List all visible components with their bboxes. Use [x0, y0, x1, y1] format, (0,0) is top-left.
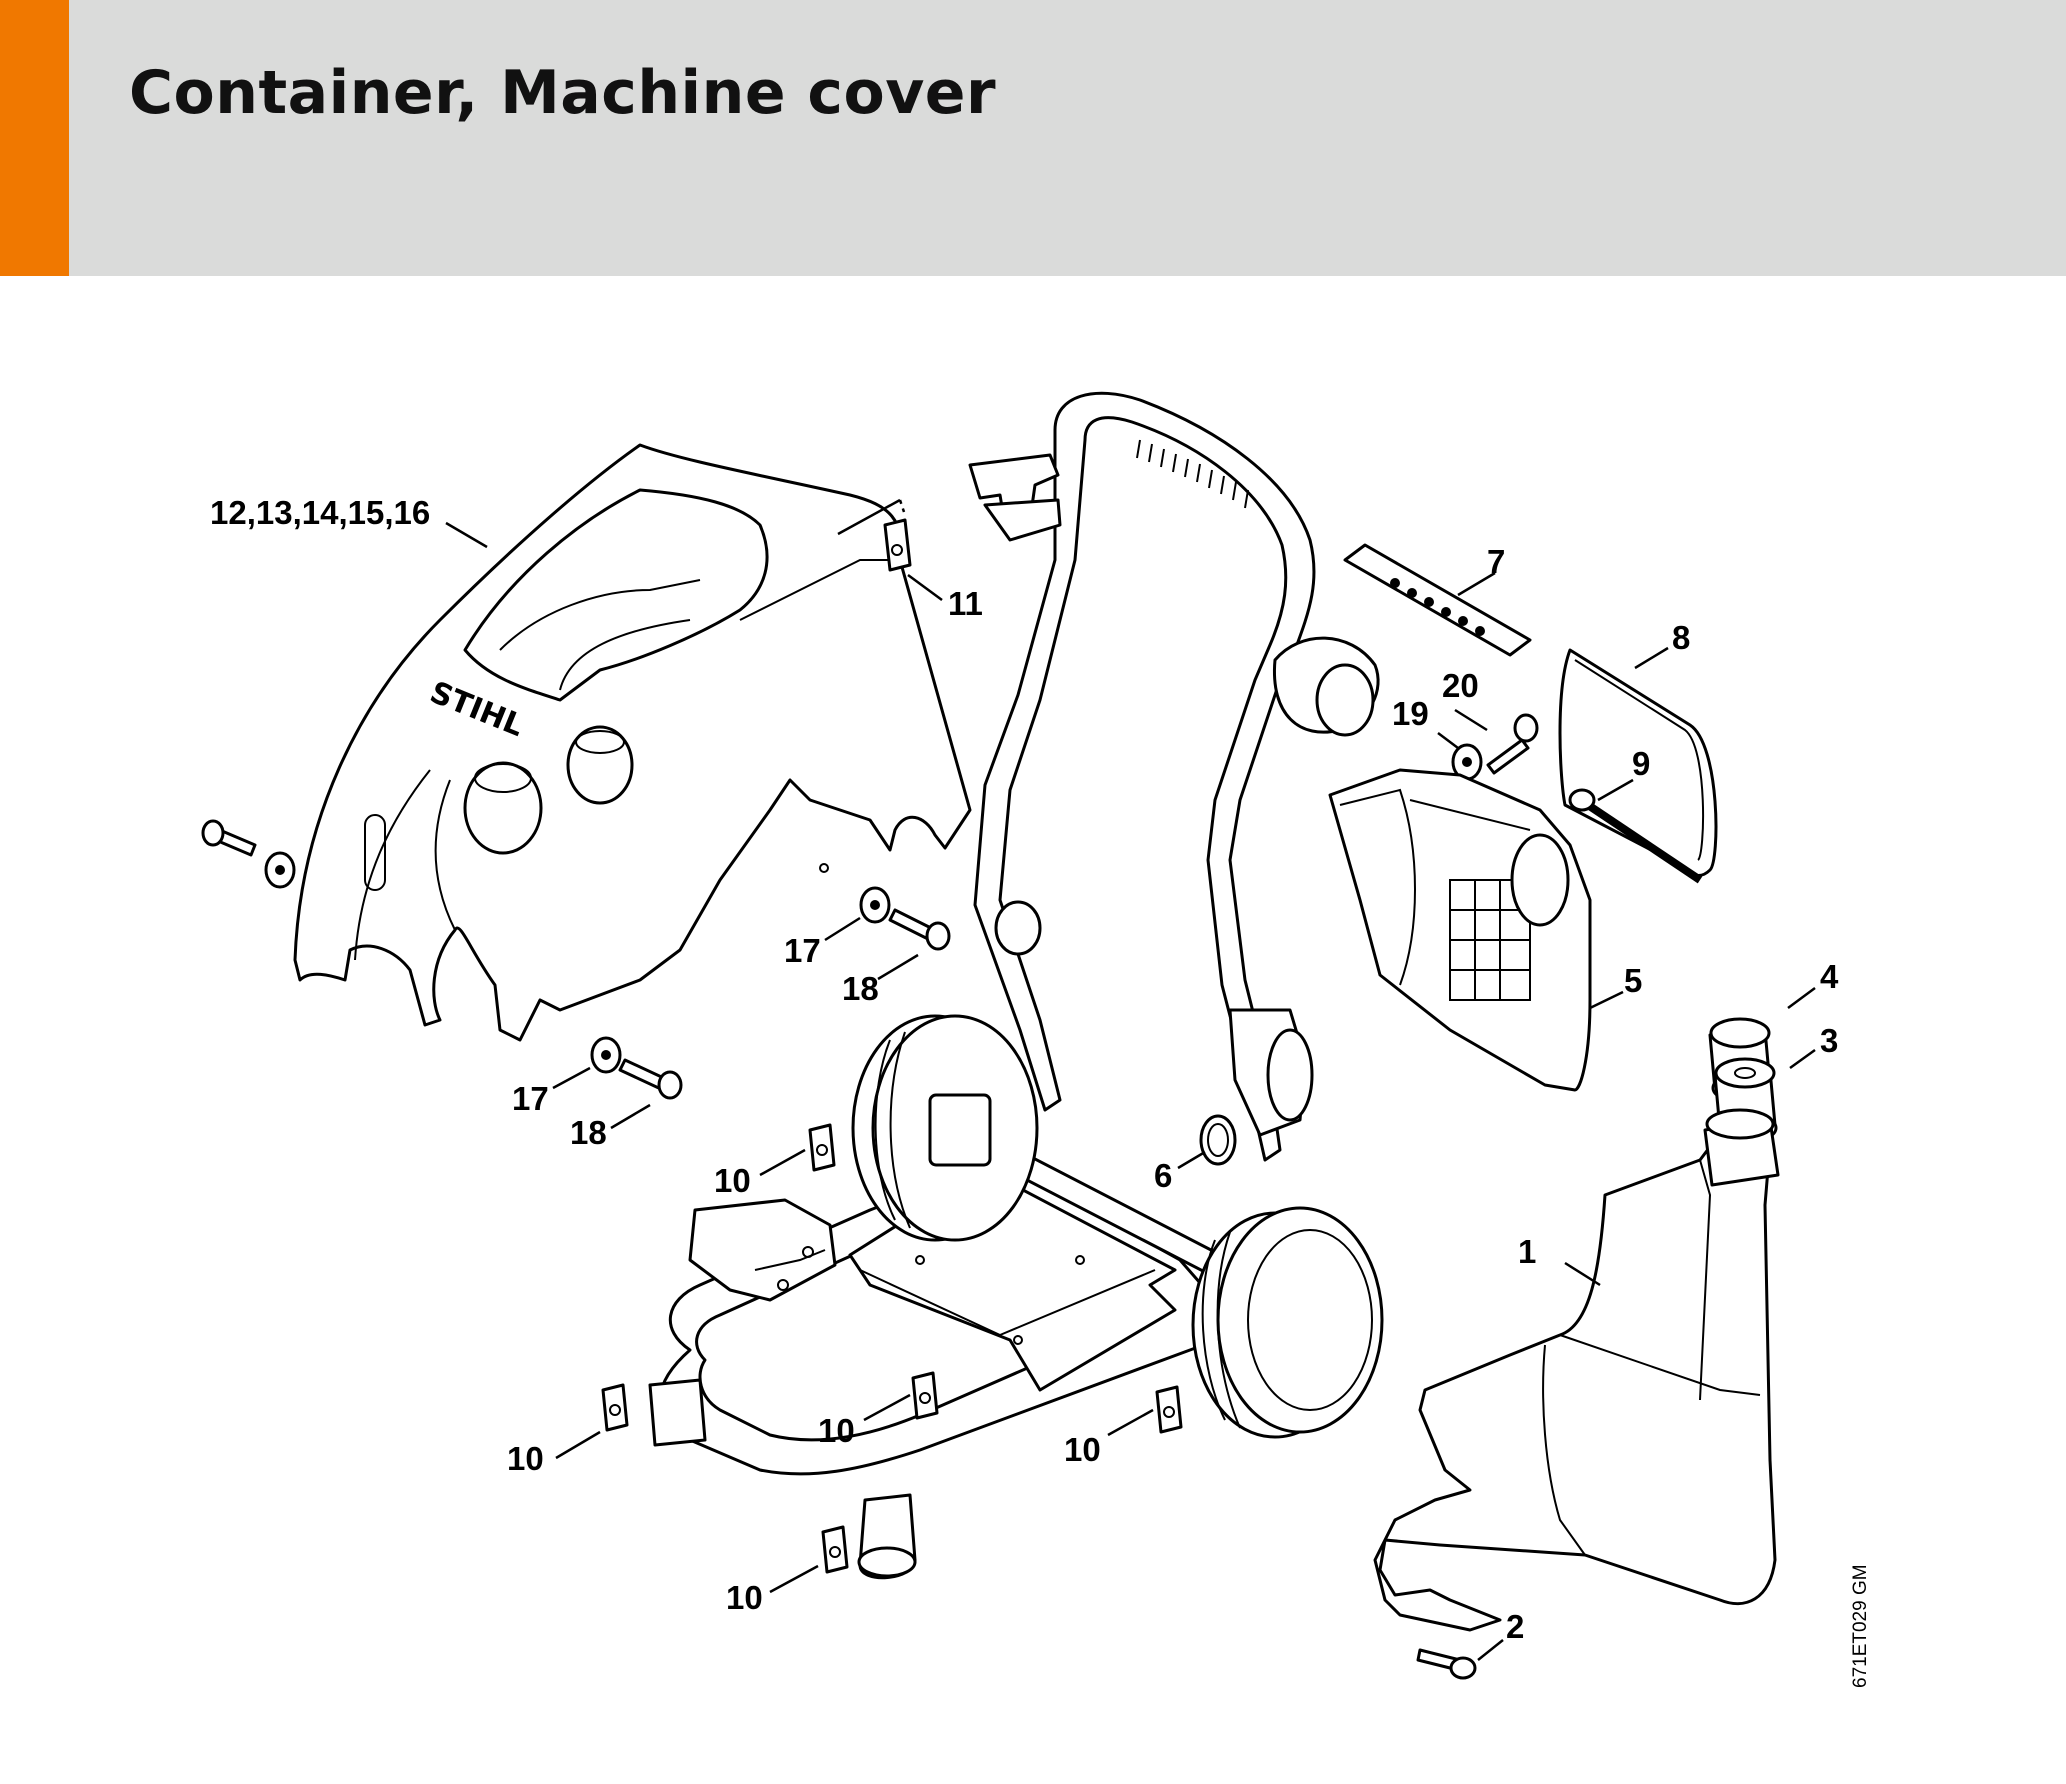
frame-drawing — [648, 391, 1380, 1580]
clip-11-drawing — [883, 518, 912, 572]
wheel-right — [1191, 1206, 1384, 1439]
screw-20-drawing — [1486, 713, 1539, 775]
screw-2-drawing — [1416, 1648, 1477, 1680]
clip-10-d-drawing — [1155, 1385, 1183, 1434]
callout-7: 7 — [1487, 543, 1505, 580]
callout-17-upper: 17 — [784, 932, 821, 969]
machine-cover-drawing: STIHL — [293, 443, 972, 1042]
hose-loop-drawing — [1558, 648, 1718, 884]
label-strip-drawing — [1343, 543, 1532, 657]
callout-10-d: 10 — [1064, 1431, 1101, 1468]
container-drawing — [1373, 1108, 1780, 1632]
callout-20: 20 — [1442, 667, 1479, 704]
callout-9: 9 — [1632, 745, 1650, 782]
callout-6: 6 — [1154, 1157, 1172, 1194]
washer-17-lower-drawing — [590, 1036, 622, 1074]
washer-17-upper-drawing — [859, 886, 891, 924]
callout-3: 3 — [1820, 1022, 1838, 1059]
callout-10-c: 10 — [818, 1412, 855, 1449]
callout-1: 1 — [1518, 1233, 1536, 1270]
screw-18-lower-drawing — [618, 1058, 683, 1100]
callout-18-lower: 18 — [570, 1114, 607, 1151]
exploded-parts-diagram: STIHL — [201, 391, 1871, 1688]
callout-labels: 12,13,14,15,16 11 7 8 20 19 9 5 4 3 17 1… — [210, 494, 1839, 1645]
callout-12-16: 12,13,14,15,16 — [210, 494, 430, 531]
screw-18-upper-drawing — [888, 908, 951, 951]
callout-19: 19 — [1392, 695, 1429, 732]
leader-lines — [445, 498, 1816, 1661]
callout-17-lower: 17 — [512, 1080, 549, 1117]
accent-bar — [0, 0, 69, 276]
page-header: Container, Machine cover — [0, 0, 2066, 276]
clip-10-c-drawing — [911, 1371, 939, 1420]
callout-11: 11 — [948, 585, 983, 622]
clip-10-b-drawing — [601, 1383, 629, 1432]
callout-8: 8 — [1672, 619, 1690, 656]
callout-5: 5 — [1624, 962, 1642, 999]
page-title: Container, Machine cover — [129, 58, 997, 128]
callout-18-upper: 18 — [842, 970, 879, 1007]
housing-drawing — [1328, 768, 1592, 1092]
wheel-left — [851, 1014, 1039, 1242]
callout-10-e: 10 — [726, 1579, 763, 1616]
clip-10-e-drawing — [821, 1525, 849, 1574]
callout-4: 4 — [1820, 958, 1839, 995]
callout-2: 2 — [1506, 1608, 1524, 1645]
retaining-ring-6-drawing — [1199, 1114, 1237, 1166]
callout-10-a: 10 — [714, 1162, 751, 1199]
callout-10-b: 10 — [507, 1440, 544, 1477]
cover-screw-drawing — [201, 819, 296, 889]
clip-10-a-drawing — [808, 1123, 836, 1172]
drawing-code: 671ET029 GM — [1850, 1564, 1871, 1688]
